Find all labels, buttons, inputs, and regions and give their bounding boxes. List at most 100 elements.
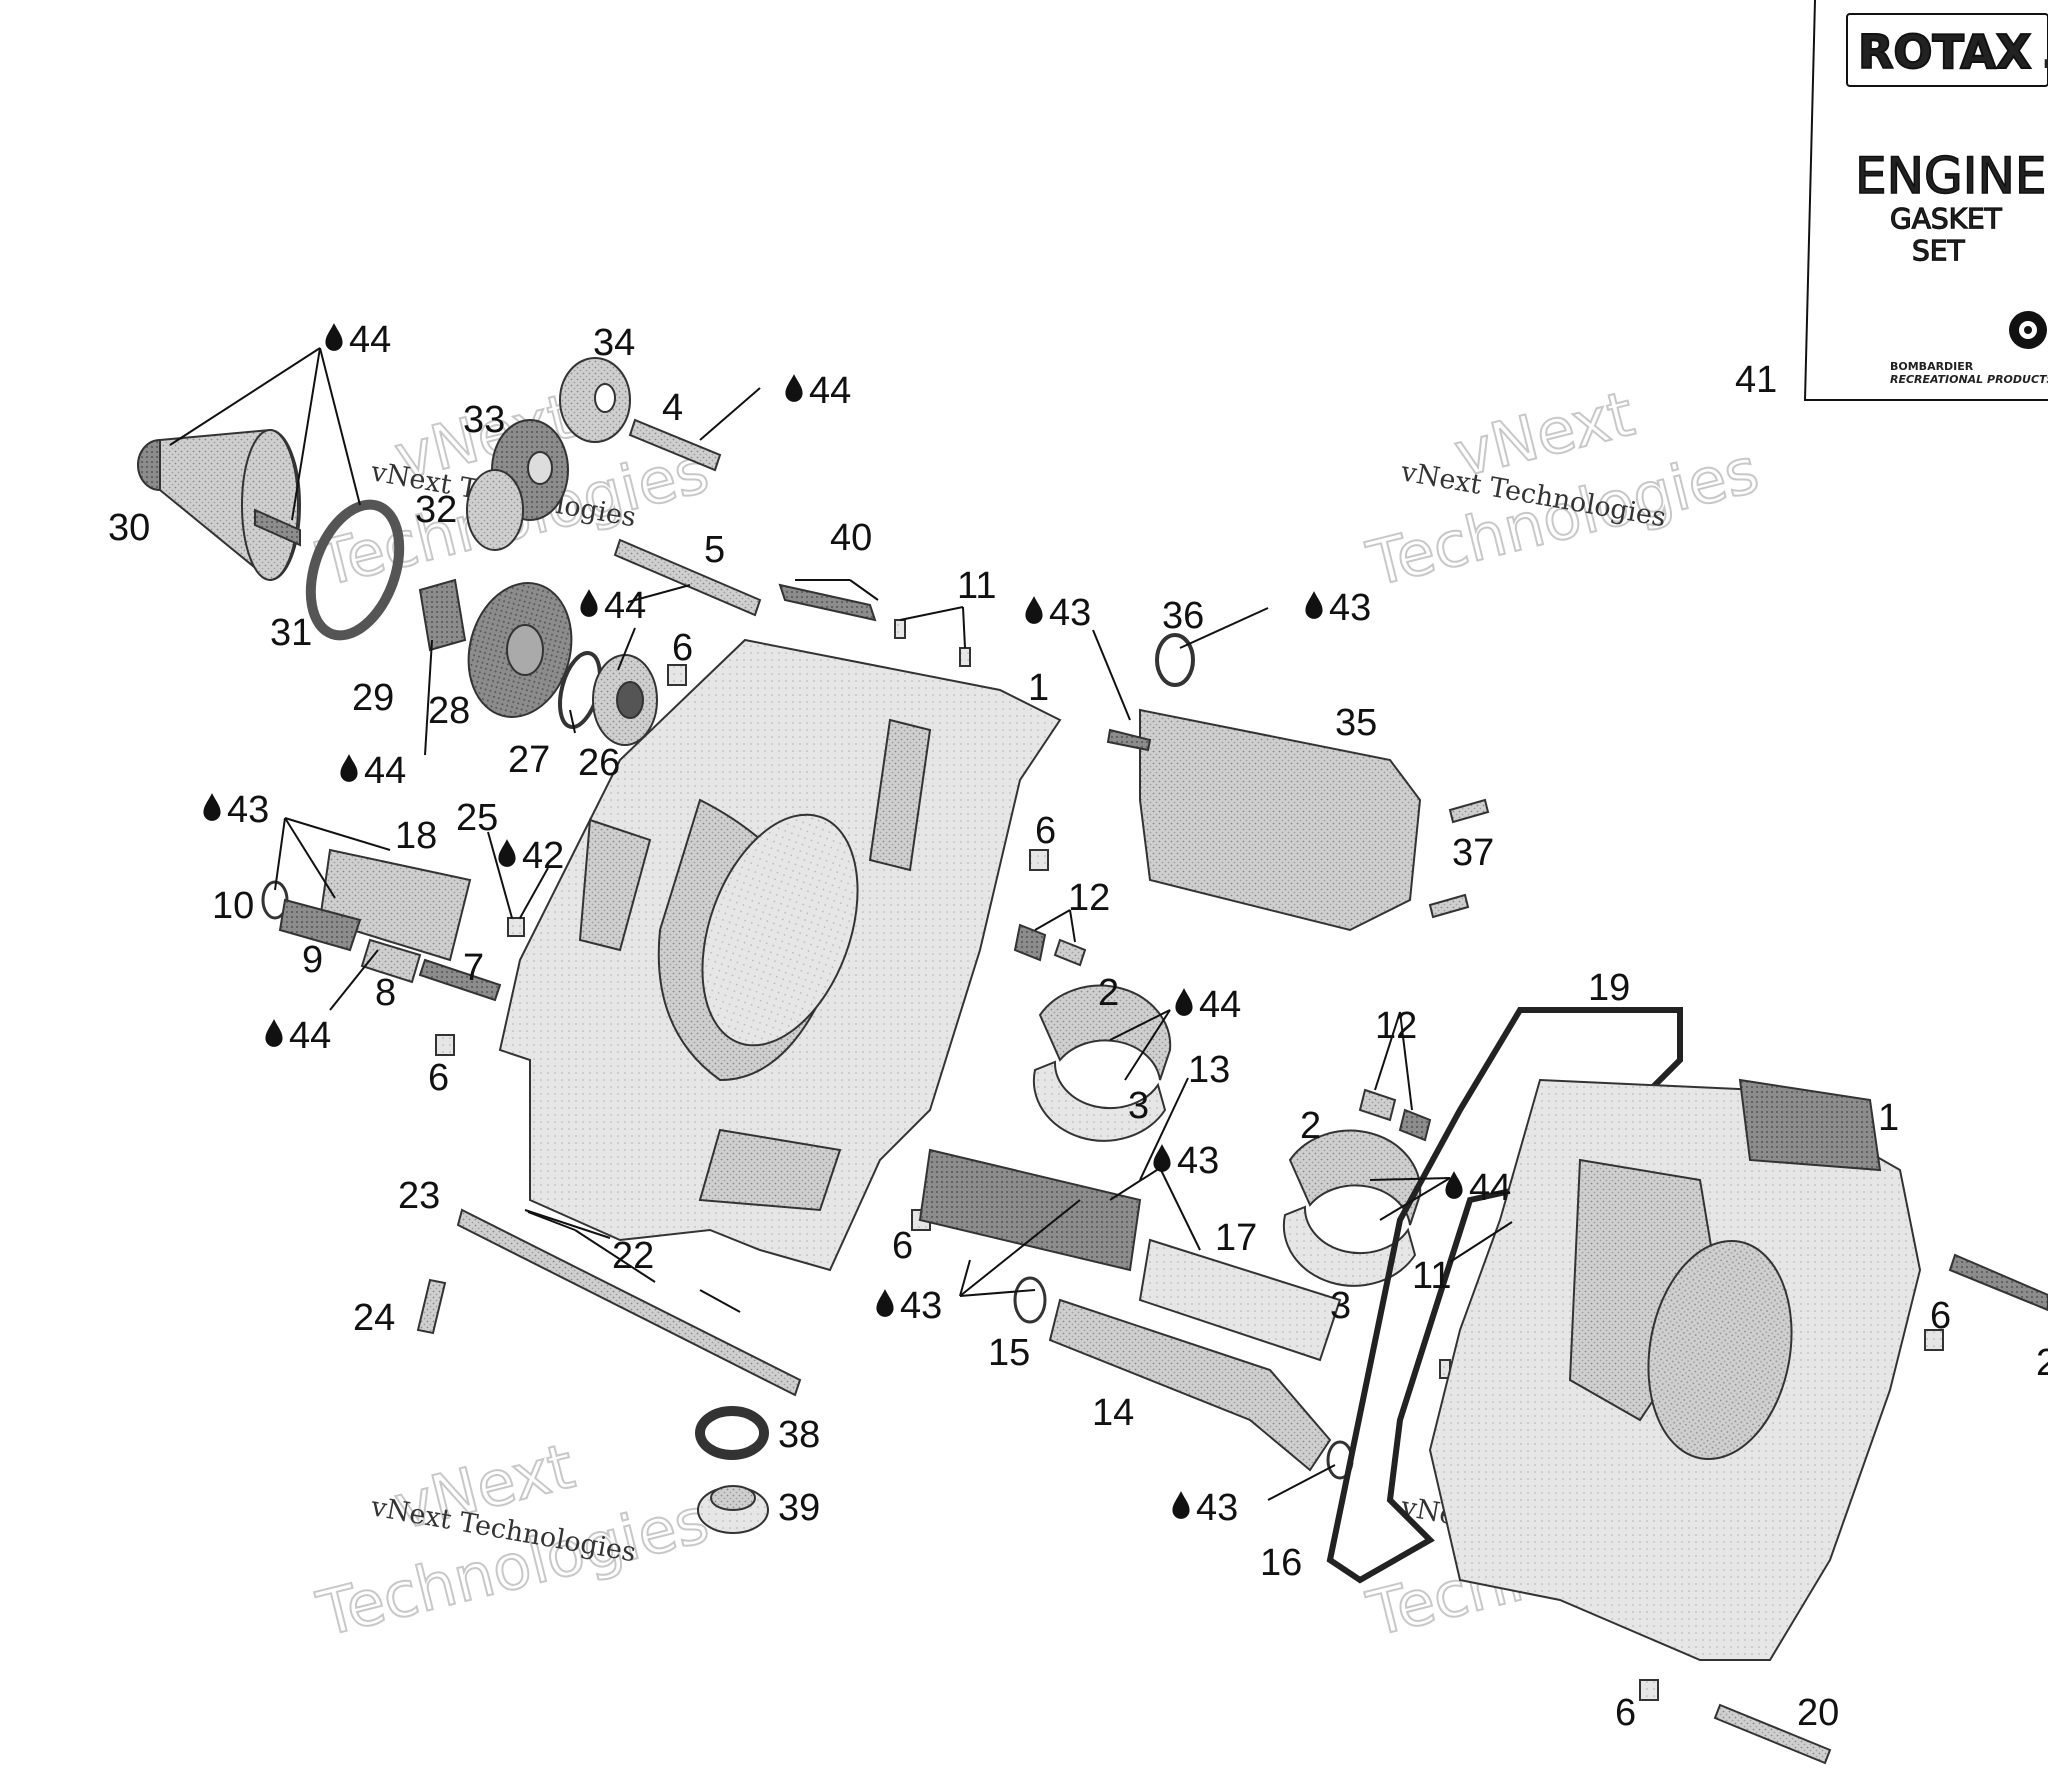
callout-number: 6 <box>1615 1692 1636 1734</box>
part-2-bearing-shell-b <box>1288 1129 1422 1226</box>
callout-number: 4 <box>662 387 683 429</box>
callout-number: 28 <box>428 690 470 732</box>
kit-subtitle-2: SET <box>1912 234 1965 267</box>
callout-number: 44 <box>1469 1167 1511 1209</box>
lubricant-drop-icon <box>1025 596 1043 624</box>
callout-30: 30 <box>108 507 150 549</box>
callout-number: 17 <box>1215 1217 1257 1259</box>
part-3-bearing-shell-b <box>1282 1205 1417 1287</box>
callout-44: 44 <box>340 750 406 792</box>
part-40-screen <box>778 583 877 622</box>
part-30-drive-gear <box>137 428 301 582</box>
callout-number: 43 <box>900 1285 942 1327</box>
callout-number: 43 <box>1177 1140 1219 1182</box>
callout-number: 43 <box>227 789 269 831</box>
part-39-cap <box>697 1485 769 1534</box>
part-24-bolt <box>416 1278 447 1335</box>
callout-number: 7 <box>463 947 484 989</box>
kit-brand-suffix: . <box>2040 25 2048 79</box>
callout-number: 43 <box>1329 587 1371 629</box>
gasket-set-kit: ROTAX . ENGINE GASKET SET BOMBARDIER REC… <box>1803 0 2048 401</box>
callout-43: 43 <box>1153 1140 1219 1182</box>
part-37-bolt-a <box>1448 798 1490 824</box>
callout-37: 37 <box>1452 832 1494 874</box>
callout-38: 38 <box>778 1414 820 1456</box>
lubricant-drop-icon <box>1445 1171 1463 1199</box>
callout-number: 37 <box>1452 832 1494 874</box>
callout-number: 6 <box>1930 1295 1951 1337</box>
callout-44: 44 <box>325 319 391 361</box>
callout-12: 12 <box>1068 877 1110 919</box>
callout-6: 6 <box>1615 1692 1636 1734</box>
lubricant-drop-icon <box>1305 591 1323 619</box>
callout-1: 1 <box>1028 667 1049 709</box>
callout-11: 11 <box>957 565 996 607</box>
callout-22: 22 <box>612 1235 654 1277</box>
callout-26: 26 <box>578 742 620 784</box>
callout-number: 5 <box>704 529 725 571</box>
part-37-bolt-b <box>1428 893 1470 919</box>
part-19-crankcase-gasket <box>1326 1007 1683 1584</box>
lubricant-drop-icon <box>876 1289 894 1317</box>
callout-43: 43 <box>1305 587 1371 629</box>
callout-20: 20 <box>1797 1692 1839 1734</box>
part-12-fitting-b <box>1358 1088 1432 1142</box>
callout-7: 7 <box>463 947 484 989</box>
callout-number: 44 <box>1199 984 1241 1026</box>
callout-25: 25 <box>456 797 498 839</box>
callout-number: 16 <box>1260 1542 1302 1584</box>
callout-number: 6 <box>672 627 693 669</box>
callout-number: 25 <box>456 797 498 839</box>
callout-number: 35 <box>1335 702 1377 744</box>
callout-44: 44 <box>1445 1167 1511 1209</box>
callout-12: 12 <box>1375 1005 1417 1047</box>
part-1-crankcase-left <box>498 638 1062 1272</box>
callout-8: 8 <box>375 972 396 1014</box>
part-35-starter-motor <box>1106 708 1422 932</box>
callout-number: 6 <box>1035 810 1056 852</box>
callout-number: 31 <box>270 612 312 654</box>
callout-number: 11 <box>1412 1255 1451 1297</box>
callout-42: 42 <box>498 835 564 877</box>
callout-6: 6 <box>672 627 693 669</box>
callout-number: 27 <box>508 739 550 781</box>
kit-title: ENGINE <box>1855 147 2046 205</box>
kit-number: 41 <box>1735 359 1777 401</box>
callout-27: 27 <box>508 739 550 781</box>
callout-32: 32 <box>415 489 457 531</box>
callout-4: 4 <box>662 387 683 429</box>
callout-43: 43 <box>876 1285 942 1327</box>
part-32-gear <box>466 469 524 551</box>
callout-31: 31 <box>270 612 312 654</box>
callout-number: 26 <box>578 742 620 784</box>
part-2-shaft-right <box>1948 1253 2048 1312</box>
callout-23: 23 <box>398 1175 440 1217</box>
callout-number: 11 <box>957 565 996 607</box>
callout-43: 43 <box>1172 1487 1238 1529</box>
callout-33: 33 <box>463 399 505 441</box>
callout-40: 40 <box>830 517 872 559</box>
lubricant-drop-icon <box>340 754 358 782</box>
part-13-reed-block <box>918 1148 1142 1272</box>
callout-number: 24 <box>353 1297 395 1339</box>
callout-number: 33 <box>463 399 505 441</box>
callout-number: 43 <box>1049 592 1091 634</box>
part-28-gear <box>467 582 573 718</box>
lubricant-drop-icon <box>498 839 516 867</box>
callout-number: 1 <box>1878 1097 1899 1139</box>
part-22-spring-b <box>699 1289 741 1313</box>
callout-3: 3 <box>1128 1085 1149 1127</box>
callout-2: 2 <box>1098 972 1119 1014</box>
callout-2: 2 <box>2036 1342 2048 1384</box>
part-14-tube <box>1048 1298 1332 1472</box>
callout-number: 44 <box>809 370 851 412</box>
callout-number: 30 <box>108 507 150 549</box>
callout-number: 32 <box>415 489 457 531</box>
part-6-pin-b <box>1029 849 1049 871</box>
callout-number: 8 <box>375 972 396 1014</box>
callout-15: 15 <box>988 1332 1030 1374</box>
callout-number: 44 <box>604 585 646 627</box>
lubricant-drop-icon <box>203 793 221 821</box>
callout-number: 3 <box>1128 1085 1149 1127</box>
callout-35: 35 <box>1335 702 1377 744</box>
